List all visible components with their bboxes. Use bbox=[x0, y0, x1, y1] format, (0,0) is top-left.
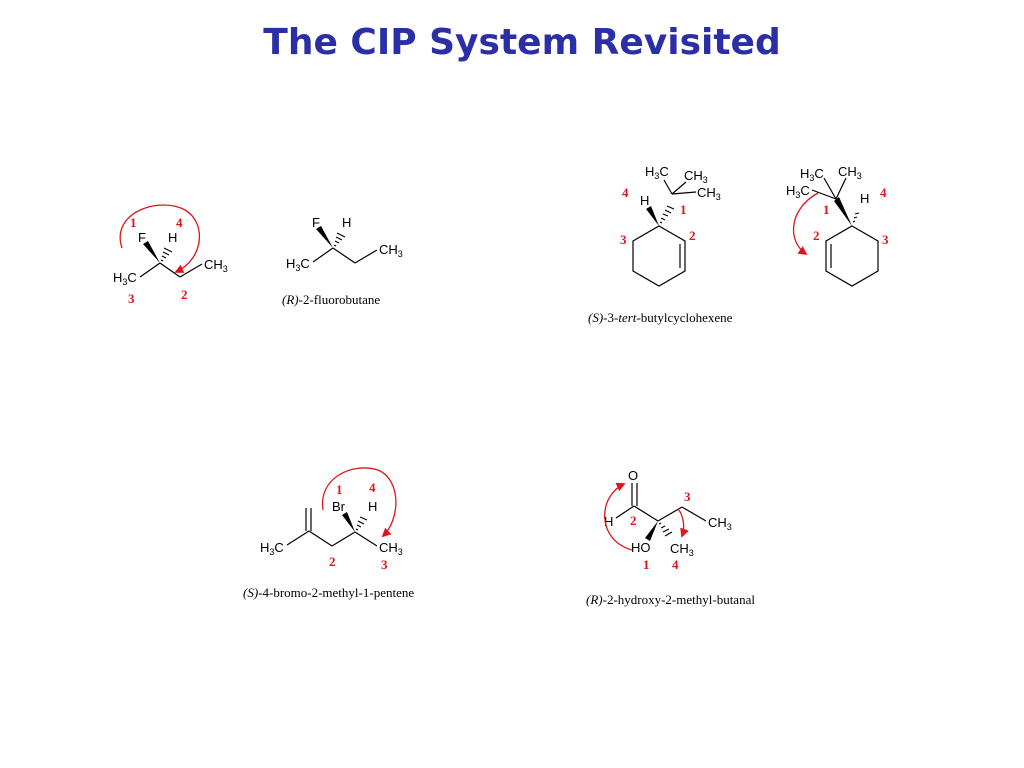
priority-1: 1 bbox=[823, 202, 830, 217]
priority-1: 1 bbox=[680, 202, 687, 217]
atom-br: Br bbox=[332, 499, 346, 514]
atom-ch3: CH3 bbox=[204, 257, 228, 274]
caption-hydroxybutanal: (R)-2-hydroxy-2-methyl-butanal bbox=[586, 592, 755, 607]
slide-title: The CIP System Revisited bbox=[263, 22, 781, 63]
atom-h: H bbox=[368, 499, 377, 514]
atom-ch3: CH3 bbox=[708, 515, 732, 532]
caption-butylcyclohexene: (S)-3-tert-butylcyclohexene bbox=[588, 310, 733, 325]
priority-4: 4 bbox=[880, 185, 887, 200]
priority-2: 2 bbox=[813, 228, 820, 243]
fluorobutane-annotated: F H H3C CH3 1 4 3 2 bbox=[113, 204, 228, 306]
atom-h: H bbox=[604, 514, 613, 529]
priority-2: 2 bbox=[329, 554, 336, 569]
atom-ch3: CH3 bbox=[684, 168, 708, 185]
priority-3: 3 bbox=[684, 489, 691, 504]
butylcyclohexene-left: H3C CH3 CH3 H 4 1 3 2 (S)-3-tert-butylcy… bbox=[588, 164, 733, 325]
atom-ch3: CH3 bbox=[697, 185, 721, 202]
atom-f: F bbox=[138, 230, 146, 245]
atom-h3c: H3C bbox=[113, 270, 137, 287]
atom-ch3: CH3 bbox=[379, 242, 403, 259]
atom-h: H bbox=[342, 215, 351, 230]
priority-1: 1 bbox=[643, 557, 650, 572]
priority-3: 3 bbox=[620, 232, 627, 247]
atom-h: H bbox=[640, 193, 649, 208]
bromopentene: Br H H3C CH3 1 4 2 3 (S)-4-bromo-2-methy… bbox=[243, 467, 414, 600]
caption-bromopentene: (S)-4-bromo-2-methyl-1-pentene bbox=[243, 585, 414, 600]
atom-h: H bbox=[168, 230, 177, 245]
priority-4: 4 bbox=[369, 480, 376, 495]
atom-h3c: H3C bbox=[786, 183, 810, 200]
hydroxybutanal: O H CH3 HO CH3 3 2 1 4 (R)-2-hydroxy-2-m… bbox=[586, 468, 755, 607]
atom-h3c: H3C bbox=[800, 166, 824, 183]
atom-h3c: H3C bbox=[260, 540, 284, 557]
atom-f: F bbox=[312, 215, 320, 230]
priority-3: 3 bbox=[381, 557, 388, 572]
priority-2: 2 bbox=[630, 513, 637, 528]
atom-o: O bbox=[628, 468, 638, 483]
priority-1: 1 bbox=[130, 215, 137, 230]
caption-fluorobutane: (R)-2-fluorobutane bbox=[282, 292, 380, 307]
priority-3: 3 bbox=[882, 232, 889, 247]
priority-4: 4 bbox=[672, 557, 679, 572]
atom-h: H bbox=[860, 191, 869, 206]
atom-h3c: H3C bbox=[645, 164, 669, 181]
priority-2: 2 bbox=[181, 287, 188, 302]
priority-1: 1 bbox=[336, 482, 343, 497]
atom-ch3: CH3 bbox=[838, 164, 862, 181]
priority-3: 3 bbox=[128, 291, 135, 306]
priority-4: 4 bbox=[622, 185, 629, 200]
atom-ch3: CH3 bbox=[379, 540, 403, 557]
priority-2: 2 bbox=[689, 228, 696, 243]
fluorobutane-structure: F H H3C CH3 (R)-2-fluorobutane bbox=[282, 215, 403, 307]
priority-4: 4 bbox=[176, 215, 183, 230]
atom-ch3: CH3 bbox=[670, 541, 694, 558]
atom-ho: HO bbox=[631, 540, 651, 555]
butylcyclohexene-right: H3C CH3 H3C H 4 1 2 3 bbox=[786, 164, 889, 287]
atom-h3c: H3C bbox=[286, 256, 310, 273]
